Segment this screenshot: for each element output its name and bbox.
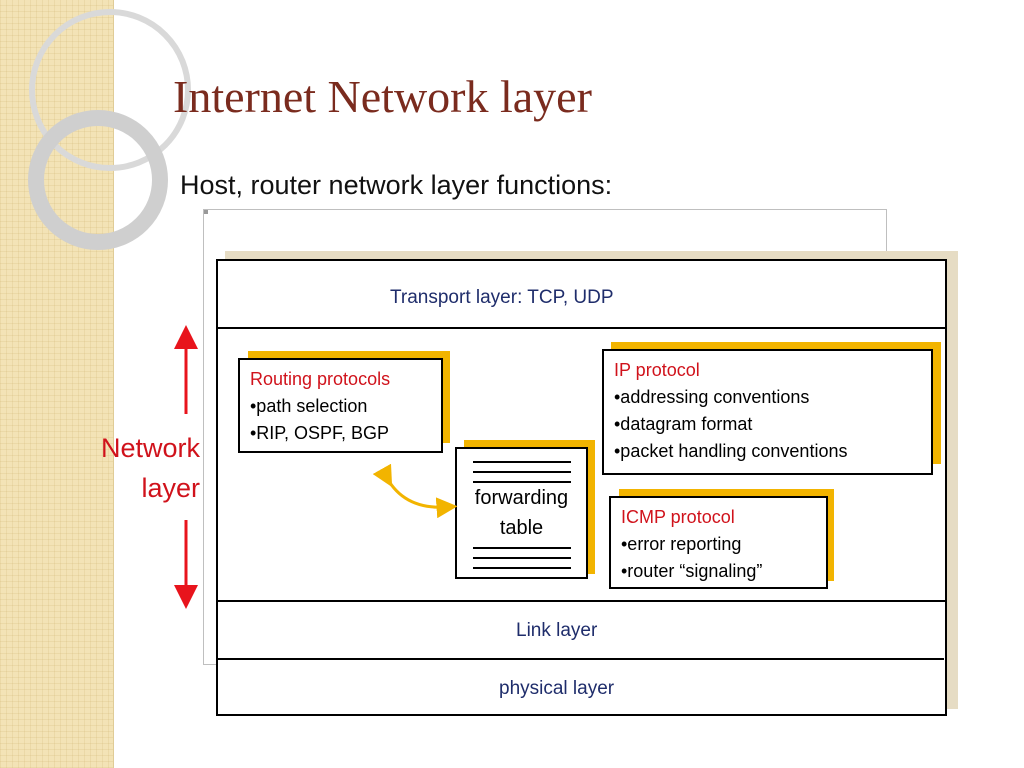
table-rule [473,461,571,463]
icmp-protocol-box: ICMP protocol •error reporting •router “… [609,496,828,589]
decorative-ring-outer [29,9,191,171]
ip-protocol-box: IP protocol •addressing conventions •dat… [602,349,933,475]
table-rule [473,481,571,483]
routing-item: •RIP, OSPF, BGP [250,423,390,443]
link-top-separator [218,600,947,602]
forwarding-table-label: forwarding table [457,483,586,543]
slide-subtitle: Host, router network layer functions: [180,170,613,200]
forwarding-table-box: forwarding table [455,447,588,579]
ip-heading: IP protocol [614,360,700,380]
routing-item: •path selection [250,396,368,416]
frame-marker [204,210,208,214]
forwarding-label-line1: forwarding [474,487,569,509]
routing-protocols-box: Routing protocols •path selection •RIP, … [238,358,443,453]
slide-title: Internet Network layer [173,71,592,122]
table-rule [473,557,571,559]
ip-item: •packet handling conventions [614,441,848,461]
network-layer-label: Network layer [78,428,200,508]
icmp-item: •error reporting [621,534,742,554]
table-rule [473,547,571,549]
icmp-heading: ICMP protocol [621,507,735,527]
link-layer-label: Link layer [516,620,598,641]
ip-item: •datagram format [614,414,753,434]
table-rule [473,567,571,569]
routing-heading: Routing protocols [250,369,391,389]
table-rule [473,471,571,473]
forwarding-label-line2: table [499,517,544,539]
physical-layer-label: physical layer [499,678,615,699]
decorative-rings [28,9,191,250]
network-layer-label-line2: layer [141,473,200,503]
network-layer-label-line1: Network [100,433,200,463]
transport-layer-label: Transport layer: TCP, UDP [390,287,614,308]
decorative-ring-inner [28,110,168,250]
icmp-item: •router “signaling” [621,561,763,581]
physical-separator [218,658,944,660]
ip-item: •addressing conventions [614,387,810,407]
routing-to-forwarding-arrow [372,463,458,519]
transport-separator [218,327,947,329]
